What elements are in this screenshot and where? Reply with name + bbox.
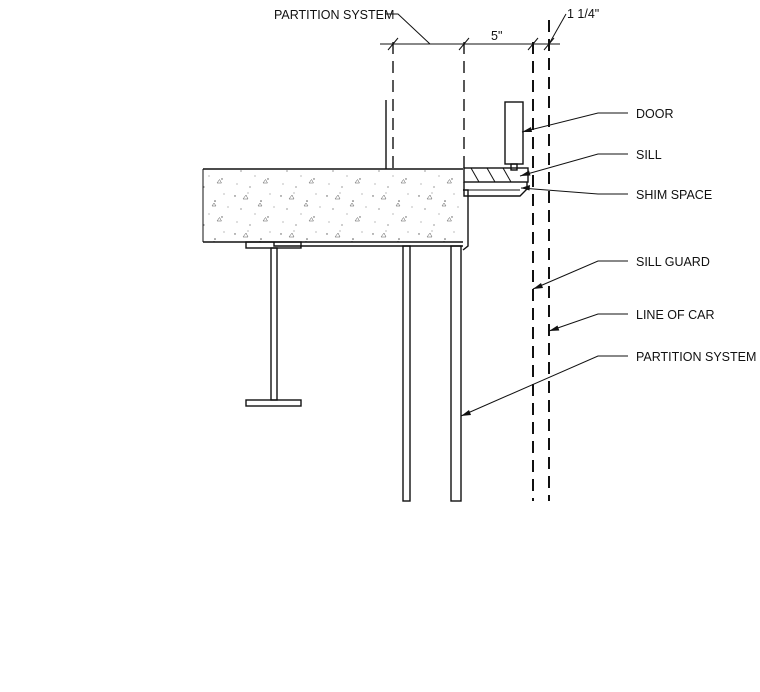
arrow-sill xyxy=(520,170,531,176)
leader-sill-guard xyxy=(532,260,628,290)
leader-partition-system-right xyxy=(460,355,628,417)
sill xyxy=(463,167,529,183)
leader-shim-space xyxy=(520,187,628,195)
label-door: DOOR xyxy=(636,107,674,121)
slab-edge-angle xyxy=(273,189,469,251)
leader-line-of-car xyxy=(548,313,628,332)
label-partition-system-top: PARTITION SYSTEM xyxy=(274,8,394,22)
label-line-of-car: LINE OF CAR xyxy=(636,308,715,322)
arrow-door xyxy=(522,127,532,132)
leader-door xyxy=(521,112,628,133)
arrow-line-of-car xyxy=(549,325,560,331)
shim-support xyxy=(463,182,528,197)
leader-partition-system-top xyxy=(386,13,431,45)
label-partition-system-right: PARTITION SYSTEM xyxy=(636,350,756,364)
arrow-partition-system-right xyxy=(461,410,471,416)
label-shim-space: SHIM SPACE xyxy=(636,188,712,202)
leader-dim-1-1-4 xyxy=(548,13,567,45)
steel-i-beam xyxy=(245,241,302,407)
arrow-sill-guard xyxy=(533,283,543,289)
dimension-1-1-4-inch: 1 1/4" xyxy=(567,7,599,21)
dimension-5-inch: 5" xyxy=(491,29,502,43)
concrete-floor-slab xyxy=(202,168,463,243)
leader-sill xyxy=(519,153,628,177)
label-sill-guard: SILL GUARD xyxy=(636,255,710,269)
partition-wall-below xyxy=(402,245,462,502)
door-panel xyxy=(504,101,524,171)
label-sill: SILL xyxy=(636,148,662,162)
arrow-shim-space xyxy=(521,185,530,191)
